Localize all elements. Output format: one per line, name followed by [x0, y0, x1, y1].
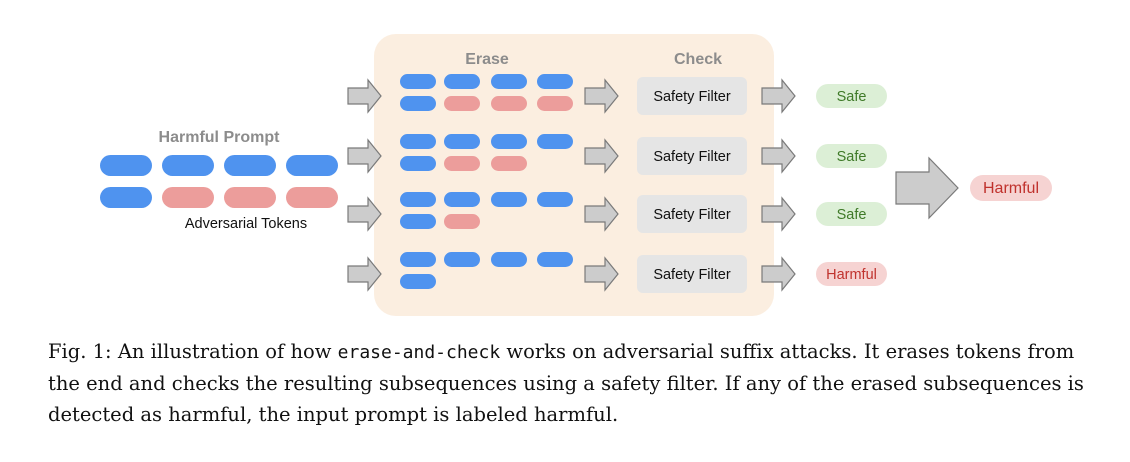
safety-filter-label: Safety Filter [653, 89, 731, 105]
figure-caption: Fig. 1: An illustration of how erase-and… [48, 336, 1108, 430]
prompt-token [100, 187, 152, 208]
safety-filter-box [637, 255, 747, 293]
final-result-label: Harmful [983, 180, 1039, 197]
final-arrow-icon [895, 156, 959, 220]
safety-filter-box [637, 195, 747, 233]
safety-filter-label: Safety Filter [653, 149, 731, 165]
input-arrow-icon [347, 78, 382, 114]
prompt-token [162, 155, 214, 176]
adversarial-token [491, 156, 527, 171]
filter-input-arrow-icon [584, 256, 619, 292]
safety-filter-box [637, 77, 747, 115]
token [400, 192, 436, 207]
adversarial-token [286, 187, 338, 208]
token [537, 192, 573, 207]
input-arrow-icon [347, 256, 382, 292]
input-arrow-icon [347, 196, 382, 232]
harmful-prompt-title: Harmful Prompt [159, 129, 281, 146]
adversarial-token [491, 96, 527, 111]
safety-filter-label: Safety Filter [653, 207, 731, 223]
adversarial-token [224, 187, 276, 208]
result-label: Safe [837, 149, 867, 165]
result-label: Safe [837, 207, 867, 223]
adversarial-token [537, 96, 573, 111]
safe-badge [816, 202, 887, 226]
token [400, 96, 436, 111]
caption-prefix: Fig. 1: An illustration of how [48, 340, 338, 363]
result-arrow-icon [761, 196, 796, 232]
harmful-prompt-tokens [100, 155, 338, 208]
adversarial-token [162, 187, 214, 208]
caption-suffix: works on adversarial suffix attacks. It … [48, 340, 1084, 426]
token [491, 192, 527, 207]
filter-input-arrow-icon [584, 138, 619, 174]
adversarial-token [444, 156, 480, 171]
result-label: Harmful [826, 267, 877, 283]
prompt-token [100, 155, 152, 176]
check-header: Check [674, 51, 722, 68]
token [400, 214, 436, 229]
token [400, 156, 436, 171]
prompt-token [286, 155, 338, 176]
token [400, 134, 436, 149]
safety-filter-box [637, 137, 747, 175]
erase-and-check-diagram: Erase Check Harmful Prompt Adversarial T… [100, 34, 1052, 316]
safe-badge [816, 84, 887, 108]
safety-filter-label: Safety Filter [653, 267, 731, 283]
adversarial-tokens-label: Adversarial Tokens [185, 216, 307, 232]
result-label: Safe [837, 89, 867, 105]
harmful-badge [816, 262, 887, 286]
input-arrow-icon [347, 138, 382, 174]
erase-row: Safety Filter Harmful [347, 252, 887, 293]
token [537, 74, 573, 89]
token [491, 134, 527, 149]
result-arrow-icon [761, 256, 796, 292]
erase-row: Safety Filter Safe [347, 192, 887, 233]
erase-row: Safety Filter Safe [347, 74, 887, 115]
token [491, 252, 527, 267]
token [491, 74, 527, 89]
token [444, 74, 480, 89]
filter-input-arrow-icon [584, 78, 619, 114]
caption-code: erase-and-check [337, 342, 501, 363]
erase-row: Safety Filter Safe [347, 134, 887, 175]
erase-header: Erase [465, 51, 509, 68]
prompt-token [224, 155, 276, 176]
adversarial-token [444, 214, 480, 229]
token [537, 134, 573, 149]
token [400, 274, 436, 289]
token [400, 74, 436, 89]
final-result-badge [970, 175, 1052, 201]
token [444, 134, 480, 149]
token [400, 252, 436, 267]
adversarial-token [444, 96, 480, 111]
result-arrow-icon [761, 78, 796, 114]
token [537, 252, 573, 267]
token [444, 252, 480, 267]
result-arrow-icon [761, 138, 796, 174]
safe-badge [816, 144, 887, 168]
token [444, 192, 480, 207]
filter-input-arrow-icon [584, 196, 619, 232]
